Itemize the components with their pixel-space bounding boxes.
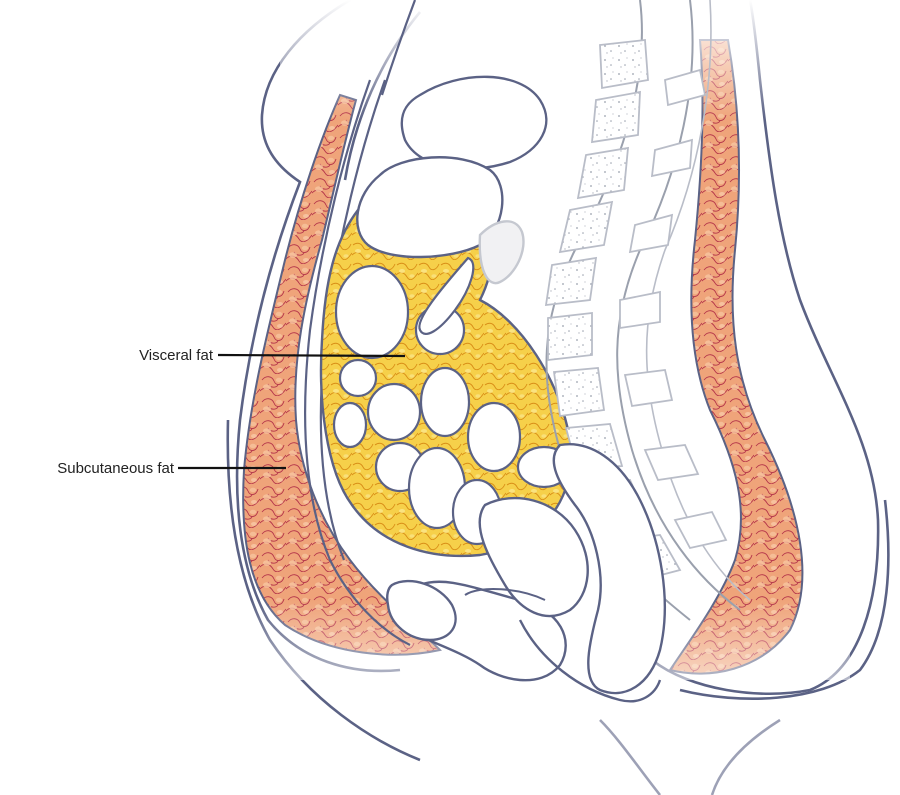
rectum xyxy=(552,443,666,695)
subcutaneous-fat-back xyxy=(668,39,804,675)
intestine-loop xyxy=(466,401,522,473)
intestine-loop xyxy=(338,358,378,398)
small-organ-upper xyxy=(478,220,525,285)
visceral-fat-leader-line xyxy=(217,353,406,358)
intestine-loop xyxy=(334,264,410,360)
intestine-loop xyxy=(332,401,368,449)
upper-organ-top xyxy=(400,75,548,170)
pelvic-organs xyxy=(386,443,666,703)
intestine-loop xyxy=(419,366,471,438)
uterus xyxy=(478,497,589,618)
upper-organs xyxy=(356,75,548,285)
intestine-loop xyxy=(366,382,422,442)
spinous-processes xyxy=(619,68,728,550)
subcutaneous-fat-label: Subcutaneous fat xyxy=(57,460,175,477)
visceral-fat-label: Visceral fat xyxy=(139,347,214,364)
pubic-bone xyxy=(386,579,457,642)
abdominal-organ-diagonal xyxy=(418,256,475,335)
pelvic-floor xyxy=(518,619,662,703)
